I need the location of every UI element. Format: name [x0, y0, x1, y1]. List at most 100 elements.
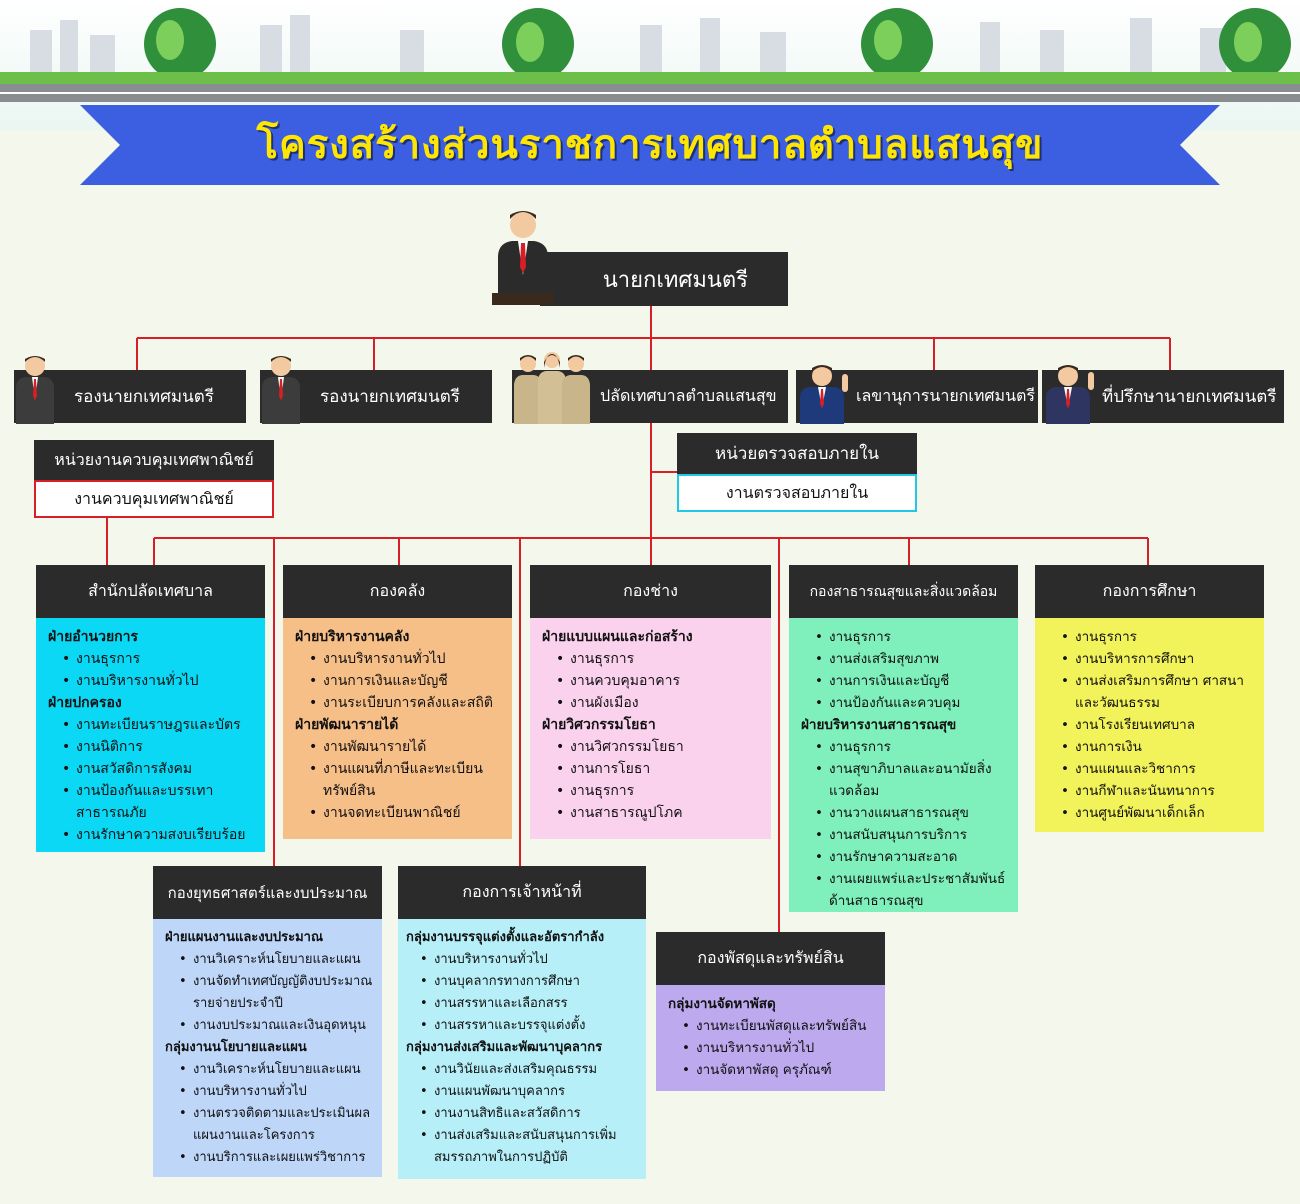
- dept-header: กองคลัง: [283, 565, 512, 618]
- dept-header: กองการศึกษา: [1035, 565, 1264, 618]
- section-list: งานพัฒนารายได้งานแผนที่ภาษีและทะเบียนทรั…: [295, 736, 504, 824]
- list-item: งานทะเบียนราษฎรและบัตร: [62, 714, 257, 736]
- list-item: งานธุรการ: [815, 736, 1010, 758]
- list-item: งานนิติการ: [62, 736, 257, 758]
- section-title: กลุ่มงานส่งเสริมและพัฒนาบุคลากร: [406, 1040, 603, 1055]
- list-item: งานป้องกันและบรรเทา: [62, 780, 257, 802]
- deputy-mayor-1-box: รองนายกเทศมนตรี: [14, 370, 246, 423]
- list-item: งานรักษาความสงบเรียบร้อย: [62, 824, 257, 846]
- list-item: งานเผยแพร่และประชาสัมพันธ์: [815, 868, 1010, 890]
- section-list: งานทะเบียนราษฎรและบัตรงานนิติการงานสวัสด…: [48, 714, 257, 846]
- section-list: งานบริหารงานทั่วไปงานการเงินและบัญชีงานร…: [295, 648, 504, 714]
- advisor-person-icon: [1046, 365, 1094, 424]
- list-item: สมรรถภาพในการปฏิบัติ: [434, 1150, 568, 1165]
- list-item: งานบริหารงานทั่วไป: [420, 949, 638, 971]
- title-banner: [80, 105, 1220, 185]
- secretary-person-icon: [800, 365, 848, 424]
- list-item: งานแผนพัฒนาบุคลากร: [420, 1081, 638, 1103]
- list-item: งานวิเคราะห์นโยบายและแผน: [179, 1059, 374, 1081]
- list-item: งานส่งเสริมสุขภาพ: [815, 648, 1010, 670]
- list-item: งานโรงเรียนเทศบาล: [1061, 714, 1256, 736]
- dept-header: กองยุทธศาสตร์และงบประมาณ: [153, 866, 382, 919]
- dept-body: งานธุรการงานบริหารการศึกษางานส่งเสริมการ…: [1035, 618, 1264, 832]
- municipal-clerk-label: ปลัดเทศบาลตำบลแสนสุข: [600, 386, 777, 405]
- list-item: ทรัพย์สิน: [323, 783, 376, 799]
- dept-body: กลุ่มงานจัดหาพัสดุงานทะเบียนพัสดุและทรัพ…: [656, 985, 885, 1091]
- mayor-box: นายกเทศมนตรี: [540, 252, 788, 306]
- deputy-mayor-1-person-icon: [16, 356, 54, 424]
- section-title: ฝ่ายวิศวกรรมโยธา: [542, 717, 656, 733]
- list-item: งานธุรการ: [556, 780, 763, 802]
- list-item: งานแผนและวิชาการ: [1061, 758, 1256, 780]
- list-item: งานบริหารงานทั่วไป: [179, 1081, 374, 1103]
- list-item: แผนงานและโครงการ: [193, 1128, 315, 1143]
- list-item: งานบริการและเผยแพร่วิชาการ: [179, 1147, 374, 1169]
- list-item: งานวิเคราะห์นโยบายและแผน: [179, 949, 374, 971]
- list-item: งานสรรหาและบรรจุแต่งตั้ง: [420, 1015, 638, 1037]
- audit-unit-header: หน่วยตรวจสอบภายใน: [677, 433, 917, 474]
- clerks-group-icon: [514, 352, 590, 424]
- list-item: งานกีฬาและนันทนาการ: [1061, 780, 1256, 802]
- list-item: งานบริหารงานทั่วไป: [309, 648, 504, 670]
- dept-strategy-budget: กองยุทธศาสตร์และงบประมาณ ฝ่ายแผนงานและงบ…: [153, 866, 382, 1177]
- advisor-label: ที่ปรึกษานายกเทศมนตรี: [1102, 387, 1277, 407]
- secretary-label: เลขานุการนายกเทศมนตรี: [856, 386, 1036, 405]
- section-list: งานบริหารงานทั่วไปงานบุคลากรทางการศึกษาง…: [406, 949, 638, 1037]
- dept-education: กองการศึกษา งานธุรการงานบริหารการศึกษางา…: [1035, 565, 1264, 832]
- eco-city-illustration: [0, 8, 1300, 102]
- list-item: งานบุคลากรทางการศึกษา: [420, 971, 638, 993]
- list-item: งานจัดทำเทศบัญญัติงบประมาณ: [179, 971, 374, 993]
- list-item: งานธุรการ: [1061, 626, 1256, 648]
- list-item: งานพัฒนารายได้: [309, 736, 504, 758]
- list-item: งานสาธารณูปโภค: [556, 802, 763, 824]
- list-item: งานรักษาความสะอาด: [815, 846, 1010, 868]
- list-item: งานส่งเสริมและสนับสนุนการเพิ่ม: [420, 1125, 638, 1147]
- list-item: งานบริหารงานทั่วไป: [62, 670, 257, 692]
- list-item: งานการเงิน: [1061, 736, 1256, 758]
- list-item: งานตรวจติดตามและประเมินผล: [179, 1103, 374, 1125]
- section-list: งานธุรการงานบริหารงานทั่วไป: [48, 648, 257, 692]
- dept-header: กองสาธารณสุขและสิ่งแวดล้อม: [789, 565, 1018, 618]
- dept-body: ฝ่ายแบบแผนและก่อสร้างงานธุรการงานควบคุมอ…: [530, 618, 771, 839]
- dept-procurement: กองพัสดุและทรัพย์สิน กลุ่มงานจัดหาพัสดุง…: [656, 932, 885, 1091]
- deputy-mayor-2-person-icon: [262, 356, 300, 424]
- section-list: งานธุรการงานบริหารการศึกษางานส่งเสริมการ…: [1047, 626, 1256, 824]
- list-item: งานงบประมาณและเงินอุดหนุน: [179, 1015, 374, 1037]
- list-item: งานผังเมือง: [556, 692, 763, 714]
- dept-header: กองช่าง: [530, 565, 771, 618]
- list-item: งานธุรการ: [815, 626, 1010, 648]
- section-list: งานวิเคราะห์นโยบายและแผนงานจัดทำเทศบัญญั…: [165, 949, 374, 1037]
- commerce-unit-item: งานควบคุมเทศพาณิชย์: [34, 480, 274, 518]
- list-item: งานศูนย์พัฒนาเด็กเล็ก: [1061, 802, 1256, 824]
- list-item: รายจ่ายประจำปี: [193, 996, 283, 1011]
- list-item: งานการโยธา: [556, 758, 763, 780]
- list-item: งานวางแผนสาธารณสุข: [815, 802, 1010, 824]
- dept-header: สำนักปลัดเทศบาล: [36, 565, 265, 618]
- section-list: งานธุรการงานสุขาภิบาลและอนามัยสิ่งแวดล้อ…: [801, 736, 1010, 912]
- section-list: งานวิเคราะห์นโยบายและแผนงานบริหารงานทั่ว…: [165, 1059, 374, 1169]
- dept-finance: กองคลัง ฝ่ายบริหารงานคลังงานบริหารงานทั่…: [283, 565, 512, 839]
- list-item: งานควบคุมอาคาร: [556, 670, 763, 692]
- list-item: งานสนับสนุนการบริการ: [815, 824, 1010, 846]
- section-title: ฝ่ายบริหารงานคลัง: [295, 629, 410, 645]
- list-item: งานธุรการ: [62, 648, 257, 670]
- section-title: ฝ่ายบริหารงานสาธารณสุข: [801, 717, 957, 733]
- list-item: งานสวัสดิการสังคม: [62, 758, 257, 780]
- list-item: งานจดทะเบียนพาณิชย์: [309, 802, 504, 824]
- list-item: งานป้องกันและควบคุม: [815, 692, 1010, 714]
- list-item: งานสรรหาและเลือกสรร: [420, 993, 638, 1015]
- list-item: และวัฒนธรรม: [1075, 695, 1160, 711]
- section-list: งานวิศวกรรมโยธางานการโยธางานธุรการงานสาธ…: [542, 736, 763, 824]
- list-item: งานงานสิทธิและสวัสดิการ: [420, 1103, 638, 1125]
- dept-personnel: กองการเจ้าหน้าที่ กลุ่มงานบรรจุแต่งตั้งแ…: [398, 866, 646, 1179]
- section-title: กลุ่มงานนโยบายและแผน: [165, 1040, 307, 1055]
- list-item: งานการเงินและบัญชี: [309, 670, 504, 692]
- dept-body: กลุ่มงานบรรจุแต่งตั้งและอัตรากำลังงานบริ…: [398, 919, 646, 1179]
- section-title: กลุ่มงานจัดหาพัสดุ: [668, 996, 776, 1012]
- section-title: ฝ่ายแผนงานและงบประมาณ: [165, 930, 324, 945]
- list-item: งานระเบียบการคลังและสถิติ: [309, 692, 504, 714]
- dept-body: ฝ่ายบริหารงานคลังงานบริหารงานทั่วไปงานกา…: [283, 618, 512, 839]
- list-item: งานสุขาภิบาลและอนามัยสิ่ง: [815, 758, 1010, 780]
- section-title: ฝ่ายพัฒนารายได้: [295, 717, 399, 733]
